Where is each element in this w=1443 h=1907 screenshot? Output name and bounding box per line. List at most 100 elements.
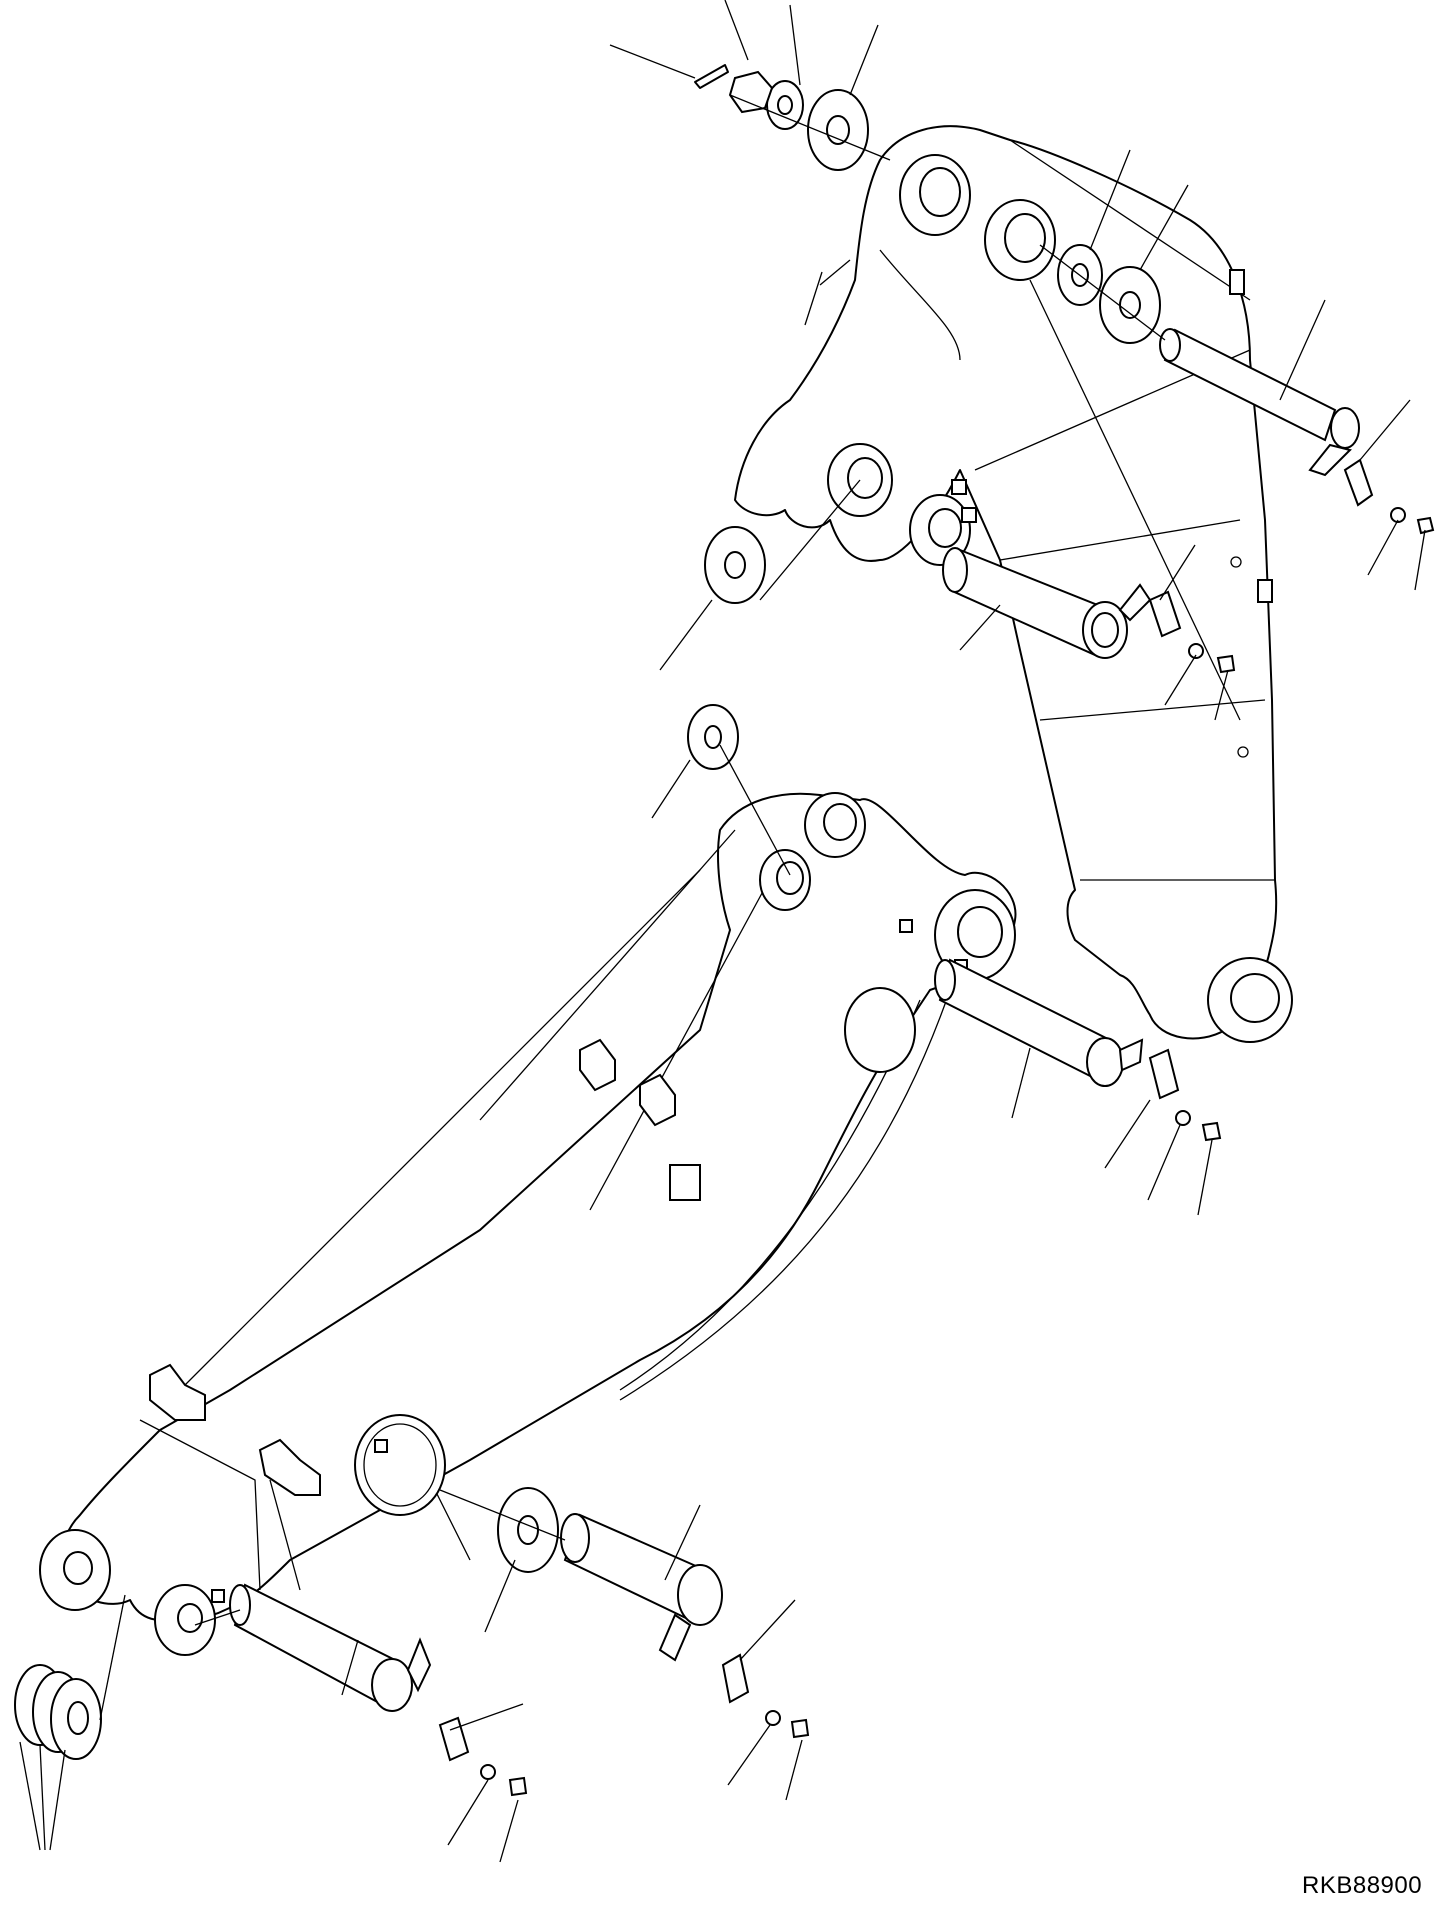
leader-32 [19, 1741, 41, 1851]
washer-arm-right-small-hole [1071, 263, 1089, 287]
pin-boom-top-body [938, 958, 1112, 1082]
boom-bracket-5 [258, 1438, 321, 1496]
boom-bracket-3 [669, 1164, 701, 1201]
leader-12 [1164, 654, 1197, 706]
boom-foot-boss-right [154, 1584, 216, 1656]
leader-25 [739, 1599, 796, 1661]
pin-arm-top-lug [1308, 443, 1352, 477]
pin-boom-cylinder-lug [658, 1613, 692, 1662]
boom-bracket-1 [579, 1038, 616, 1092]
boom-outline [62, 792, 1017, 1621]
leader-13 [1214, 669, 1229, 721]
boom-assembly [39, 792, 1017, 1656]
leader-7 [1279, 299, 1326, 401]
center-line-top [729, 94, 891, 161]
leader-31 [499, 1799, 519, 1863]
leader-24 [664, 1504, 701, 1581]
lock-plate-boom-top [1148, 1048, 1180, 1100]
boom-foot-boss-left-bore [63, 1551, 93, 1585]
leader-30 [447, 1779, 489, 1846]
leader-10 [1414, 529, 1426, 591]
leader-19 [1011, 1047, 1031, 1119]
arm-boss-top-left [899, 154, 971, 236]
leader-2 [724, 0, 749, 61]
arm-web-line-1 [1009, 139, 1251, 301]
arm-inner-curve [879, 249, 961, 361]
pin-arm-middle [942, 547, 1152, 659]
bolt-boom-top [1201, 1121, 1222, 1142]
leader-5 [1089, 149, 1131, 251]
washer-boom-top [687, 704, 739, 770]
pin-boom-top-head [1086, 1037, 1124, 1087]
center-line-foot [194, 1609, 241, 1626]
arm-edge-line [1029, 279, 1241, 721]
center-line-arm-left [759, 479, 861, 601]
lock-plate-boom-foot [438, 1716, 470, 1762]
boom-side-cover-inner [363, 1423, 437, 1507]
arm-web-line-3 [999, 519, 1241, 561]
arm-boss-bottom-bore [1230, 973, 1280, 1023]
lock-washer-arm-top [1390, 507, 1406, 523]
boom-cover-plate [844, 987, 916, 1073]
lock-washer-boom-foot [480, 1764, 496, 1780]
pin-arm-top-end [1159, 328, 1181, 362]
pin-arm-top [1159, 328, 1360, 477]
leader-9 [1367, 519, 1399, 576]
boom-side-cover [354, 1414, 446, 1516]
lock-washer-boom-cylinder [765, 1710, 781, 1726]
arm-assembly [734, 125, 1293, 1043]
assembly-center-lines [99, 94, 1166, 1721]
leader-33 [39, 1744, 46, 1851]
leader-8 [1359, 399, 1411, 461]
lock-plate-arm-top [1343, 458, 1374, 507]
lock-plates-bolts [438, 458, 1435, 1797]
pin-boom-cylinder [560, 1513, 723, 1662]
leader-34 [49, 1749, 66, 1851]
washer-boom-cylinder-hole [517, 1515, 539, 1545]
leader-1 [609, 44, 696, 79]
boom-nut-1 [899, 919, 913, 933]
arm-bracket-2 [1229, 269, 1245, 295]
boom-bracket-4 [149, 1363, 206, 1421]
pin-boom-cylinder-end [560, 1513, 590, 1563]
pin-boom-foot-head [371, 1658, 413, 1712]
washer-arm-right-large [1099, 266, 1161, 344]
leader-21 [1147, 1124, 1181, 1201]
lock-plate-arm-middle [1148, 590, 1182, 638]
pin-boom-foot [229, 1583, 432, 1712]
leader-20 [1104, 1099, 1151, 1169]
arm-boss-middle-bore [847, 457, 883, 499]
washer-top-small-hole [777, 95, 793, 115]
pin-boom-top-end [934, 959, 956, 1001]
leader-17 [659, 599, 713, 671]
cotter-pin-top [694, 64, 729, 89]
leader-16 [804, 271, 823, 326]
washer-boom-top-hole [704, 725, 722, 749]
boom-rib-1 [479, 829, 736, 1121]
shim-stack-hole [67, 1701, 89, 1735]
leader-14 [959, 604, 1001, 651]
drawing-code: RKB88900 [1302, 1872, 1423, 1899]
arm-outline [734, 125, 1278, 1040]
boom-section-line-2 [269, 1479, 301, 1591]
pin-boom-foot-body [233, 1583, 397, 1707]
center-line-boom-cylinder [439, 1489, 566, 1541]
boom-nut-4 [211, 1589, 225, 1603]
leader-lines [19, 0, 1426, 1863]
boom-boss-top-left-bore [776, 861, 804, 895]
boom-foot-web [139, 1419, 261, 1591]
arm-boss-top-left-bore [919, 167, 961, 217]
arm-grease-fitting-2 [1237, 746, 1249, 758]
leader-28 [341, 1639, 359, 1696]
arm-boss-top-right-bore [1004, 213, 1046, 263]
arm-web-line-4 [1039, 699, 1266, 721]
arm-bracket-1 [1257, 579, 1273, 603]
arm-grease-fitting [1230, 556, 1242, 568]
boom-foot-boss-left [39, 1529, 111, 1611]
leader-3 [789, 4, 801, 86]
leader-23 [484, 1559, 516, 1633]
boom-bottom-flange [619, 959, 961, 1401]
washer-top-large-hole [826, 115, 850, 145]
pin-boom-cylinder-head [677, 1564, 723, 1626]
